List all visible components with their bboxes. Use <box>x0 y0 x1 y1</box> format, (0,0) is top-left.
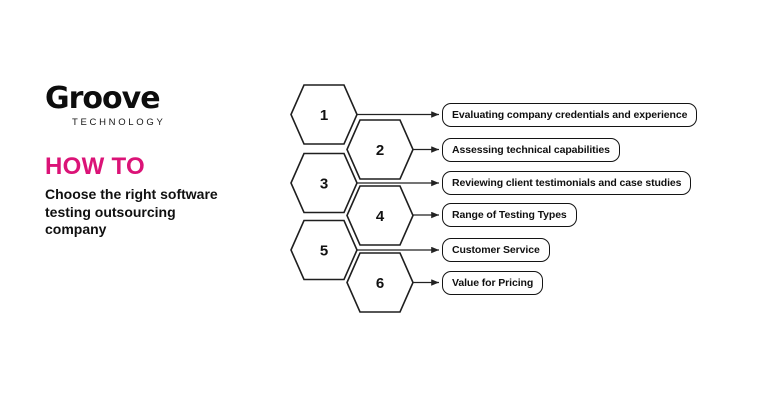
step-label: Assessing technical capabilities <box>452 143 610 156</box>
step-number-1: 1 <box>320 107 328 124</box>
step-label: Evaluating company credentials and exper… <box>452 108 688 121</box>
step-label-box-5: Customer Service <box>442 238 550 262</box>
step-label-box-3: Reviewing client testimonials and case s… <box>442 171 692 195</box>
step-label: Range of Testing Types <box>452 209 567 221</box>
howto-eyebrow: HOW TO <box>45 153 146 180</box>
step-label-box-1: Evaluating company credentials and exper… <box>442 102 698 127</box>
step-number-4: 4 <box>376 208 385 225</box>
step-number-3: 3 <box>320 176 328 193</box>
step-label-box-4: Range of Testing Types <box>442 203 577 227</box>
step-label: Customer Service <box>452 244 540 256</box>
step-label: Value for Pricing <box>452 276 534 289</box>
step-label-box-6: Value for Pricing <box>442 270 544 295</box>
step-number-6: 6 <box>376 275 384 292</box>
step-label-box-2: Assessing technical capabilities <box>442 137 620 162</box>
logo-tagline: TECHNOLOGY <box>72 117 166 128</box>
page-title: Choose the right software testing outsou… <box>45 186 218 237</box>
groove-logo: Groove TECHNOLOGY <box>45 81 166 129</box>
step-label: Reviewing client testimonials and case s… <box>452 177 682 189</box>
step-number-5: 5 <box>320 243 328 260</box>
logo-wordmark: Groove <box>45 81 161 116</box>
step-number-2: 2 <box>376 142 384 159</box>
